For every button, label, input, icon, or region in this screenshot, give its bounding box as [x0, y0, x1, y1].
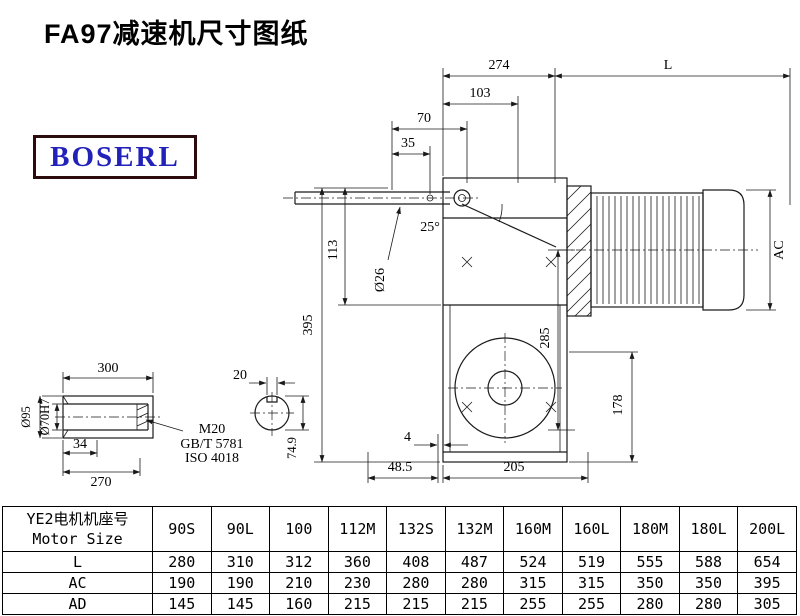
header-size: 132M [444, 506, 505, 552]
dim-48-5-label: 48.5 [388, 460, 413, 475]
header-size: 90L [210, 506, 271, 552]
cell: 145 [152, 593, 212, 615]
table-row-L: L 280 310 312 360 408 487 524 519 555 58… [2, 551, 797, 573]
table-row-AD: AD 145 145 160 215 215 215 255 255 280 2… [2, 593, 797, 615]
cell: 555 [620, 551, 680, 573]
cell: 305 [737, 593, 797, 615]
dimensions-main: 274 L 103 70 35 395 113 Ø26 25° 285 [301, 58, 791, 483]
header-size: 100 [269, 506, 329, 552]
header-motor-size: YE2电机机座号 Motor Size [2, 506, 153, 552]
callout-iso4018-label: ISO 4018 [185, 451, 239, 466]
header-size: 132S [386, 506, 446, 552]
dim-20-label: 20 [233, 368, 247, 383]
cell: 160 [269, 593, 329, 615]
dim-phi95-label: Ø95 [19, 406, 33, 428]
cell: 280 [620, 593, 680, 615]
callout-gbt5781-label: GB/T 5781 [180, 437, 243, 452]
header-size: 180M [620, 506, 680, 552]
header-motor-size-cn: YE2电机机座号 [26, 510, 129, 528]
header-size: 180L [678, 506, 739, 552]
row-label: AD [2, 593, 153, 615]
header-size: 160M [503, 506, 563, 552]
cell: 210 [269, 572, 329, 594]
cell: 312 [269, 551, 329, 573]
dim-25deg-label: 25° [420, 220, 440, 235]
input-shaft [283, 189, 478, 207]
dim-300-label: 300 [98, 361, 119, 376]
table-header-row: YE2电机机座号 Motor Size 90S 90L 100 112M 132… [2, 506, 797, 552]
dim-4-label: 4 [404, 430, 411, 445]
cell: 255 [561, 593, 622, 615]
cell: 145 [210, 593, 271, 615]
dim-74-9-label: 74.9 [285, 437, 299, 459]
cell: 350 [620, 572, 680, 594]
dim-395-label: 395 [301, 315, 316, 336]
header-size: 160L [561, 506, 622, 552]
cell: 280 [678, 593, 739, 615]
motor [558, 185, 758, 317]
dim-205-label: 205 [504, 460, 525, 475]
header-size: 112M [327, 506, 388, 552]
dim-34-label: 34 [73, 437, 87, 452]
cell: 395 [737, 572, 797, 594]
dim-70-label: 70 [417, 111, 431, 126]
row-label: L [2, 551, 153, 573]
cell: 315 [503, 572, 563, 594]
logo-text: BOSERL [50, 140, 180, 173]
header-size: 90S [152, 506, 212, 552]
dim-178-label: 178 [611, 395, 626, 416]
cell: 487 [444, 551, 505, 573]
cell: 230 [327, 572, 388, 594]
cell: 408 [386, 551, 446, 573]
cell: 280 [152, 551, 212, 573]
cell: 280 [386, 572, 446, 594]
cell: 654 [737, 551, 797, 573]
cell: 519 [561, 551, 622, 573]
callout-m20-label: M20 [199, 422, 225, 437]
cell: 315 [561, 572, 622, 594]
cell: 215 [444, 593, 505, 615]
gear-housing [442, 177, 568, 463]
dim-103-label: 103 [470, 86, 491, 101]
dim-285-label: 285 [538, 328, 553, 349]
cell: 280 [444, 572, 505, 594]
dim-270-label: 270 [91, 475, 112, 490]
cell: 215 [386, 593, 446, 615]
header-size: 200L [737, 506, 797, 552]
dim-AC-label: AC [772, 240, 787, 259]
cell: 190 [210, 572, 271, 594]
cell: 350 [678, 572, 739, 594]
page-title: FA97减速机尺寸图纸 [44, 19, 309, 49]
cell: 588 [678, 551, 739, 573]
cell: 215 [327, 593, 388, 615]
dim-L-label: L [664, 58, 673, 73]
dim-274-label: 274 [489, 58, 510, 73]
cell: 255 [503, 593, 563, 615]
dim-35-label: 35 [401, 136, 415, 151]
dim-113-label: 113 [326, 240, 341, 260]
cell: 360 [327, 551, 388, 573]
shaft-detail-view: 300 34 270 Ø95 Ø70H7 M20 GB/T 5781 ISO 4… [19, 361, 244, 490]
row-label: AC [2, 572, 153, 594]
header-motor-size-en: Motor Size [32, 530, 123, 548]
shaft-section-view: 20 74.9 [233, 368, 309, 459]
table-row-AC: AC 190 190 210 230 280 280 315 315 350 3… [2, 572, 797, 594]
cell: 190 [152, 572, 212, 594]
dim-phi70h7-label: Ø70H7 [38, 399, 52, 436]
motor-size-table: YE2电机机座号 Motor Size 90S 90L 100 112M 132… [2, 506, 797, 615]
cell: 524 [503, 551, 563, 573]
cell: 310 [210, 551, 271, 573]
dim-phi26-label: Ø26 [373, 268, 388, 292]
boserl-logo: BOSERL [33, 135, 197, 179]
technical-drawing: 274 L 103 70 35 395 113 Ø26 25° 285 [19, 58, 791, 490]
